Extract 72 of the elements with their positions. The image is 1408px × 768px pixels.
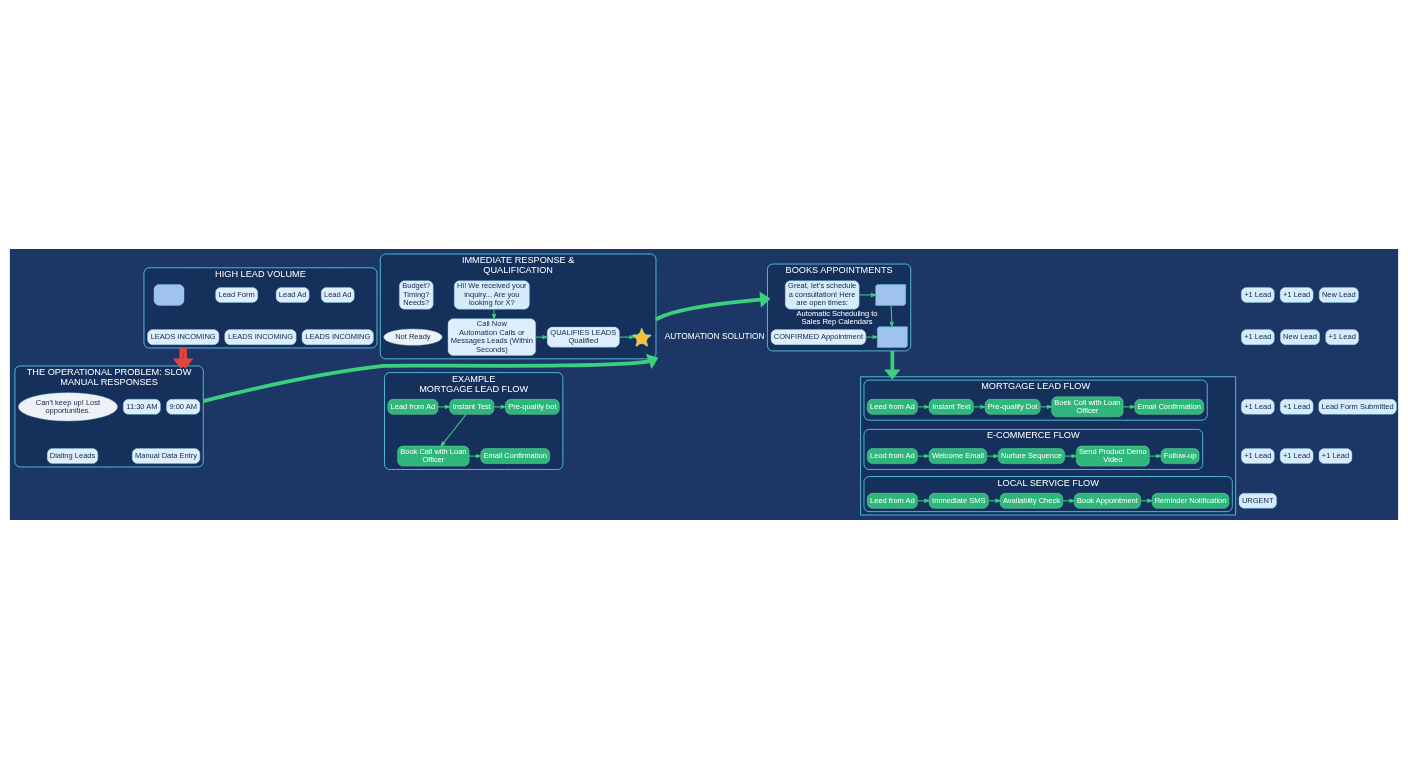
arrow <box>440 413 467 447</box>
node-box: QUALIFIES LEADS Qualified <box>546 326 620 347</box>
arrow <box>1039 404 1054 409</box>
node-box: Book Call with Loan Officer <box>397 445 470 466</box>
arrow <box>468 453 483 458</box>
arrow <box>1149 453 1163 458</box>
node-box: Send Product Demo Video <box>1076 445 1150 466</box>
arrow <box>889 304 894 328</box>
node-box: Budget? Timing? Needs? <box>399 280 434 309</box>
node-box: Lead from Ad <box>387 398 439 415</box>
label: New Lead <box>1321 289 1356 299</box>
node-box: Instant Test <box>449 398 495 415</box>
node-box: LEADS INCOMING <box>224 328 297 345</box>
node-box: LEADS INCOMING <box>301 328 374 345</box>
node-star <box>632 327 652 347</box>
label: +1 Lead <box>1244 331 1272 341</box>
node-box: Pre-qualify Dot <box>984 398 1041 415</box>
node-box: CONFIRMED Appointment <box>770 328 867 345</box>
node-box: Nurture Sequence <box>998 447 1065 464</box>
label: +1 Lead <box>1244 401 1272 411</box>
node-box: Pre-qualify bot <box>505 398 560 415</box>
arrow <box>986 453 1000 458</box>
node-box: Leed from Ad <box>867 398 918 415</box>
node-box: Leed from Ad <box>867 492 918 508</box>
label: +1 Lead <box>1244 289 1272 299</box>
arrow <box>493 404 507 409</box>
node-box: Hi! We received your inquiry... Are you looking for X? <box>454 280 530 309</box>
node-ellipse: Not Ready <box>383 328 443 345</box>
node-box: Book Appointment <box>1074 492 1141 508</box>
arrow <box>916 453 931 458</box>
label: +1 Lead <box>1282 289 1311 299</box>
node-box: 11:30 AM <box>123 398 161 415</box>
arrow <box>619 334 636 339</box>
node-label: Automatic Scheduling to Sales Rep Calendars <box>796 308 878 326</box>
arrow <box>884 350 901 380</box>
node-box: Call Now Automation Calls or Messages Leads (Within Seconds) <box>447 318 536 356</box>
arrow <box>491 308 497 320</box>
node-box: Great, let's schedule a consultation! Here are open times: <box>785 280 860 309</box>
arrow <box>1064 453 1078 458</box>
arrow <box>865 334 879 339</box>
arrow <box>535 334 549 339</box>
arrow <box>858 292 878 297</box>
node-box: Manual Data Entry <box>132 447 201 464</box>
node-box: Lead Form <box>215 286 258 303</box>
node-box: LEADS INCOMING <box>147 328 220 345</box>
node-box: Welcome Email <box>928 447 987 464</box>
label: +1 Lead <box>1321 450 1350 460</box>
node-box: Follow-up <box>1160 447 1200 464</box>
label: +1 Lead <box>1282 450 1311 460</box>
node-box <box>153 283 185 306</box>
node-box: Lead Ad <box>275 286 310 303</box>
label: Lead Form Submitted <box>1321 401 1394 411</box>
node-ellipse: Can't keep up! Lost opportunities. <box>18 392 118 421</box>
arrow <box>655 291 771 321</box>
node-box: Email Confirmation <box>1134 398 1204 415</box>
node-box: Dialing Leads <box>47 447 98 464</box>
label: +1 Lead <box>1244 450 1272 460</box>
node-box: Availablity Check <box>999 492 1063 508</box>
arrow <box>202 353 659 403</box>
node-box: Email Confirmation <box>480 447 550 464</box>
node-box: Reminder Notification <box>1151 492 1230 508</box>
node-box: Leod from Ad <box>867 447 918 464</box>
node-box: Boek Coll with Loan Officer <box>1051 396 1124 417</box>
label: +1 Lead <box>1282 401 1311 411</box>
label: +1 Lead <box>1328 331 1356 341</box>
edge-label: AUTOMATION SOLUTION <box>664 330 765 341</box>
node-box: Instant Text <box>928 398 974 415</box>
node-box: 9:00 AM <box>166 398 201 415</box>
node-box: Immediate SMS <box>928 492 989 508</box>
label: New Lead <box>1283 331 1317 341</box>
node-box: Lead Ad <box>321 286 355 303</box>
label: URGENT <box>1241 495 1274 505</box>
